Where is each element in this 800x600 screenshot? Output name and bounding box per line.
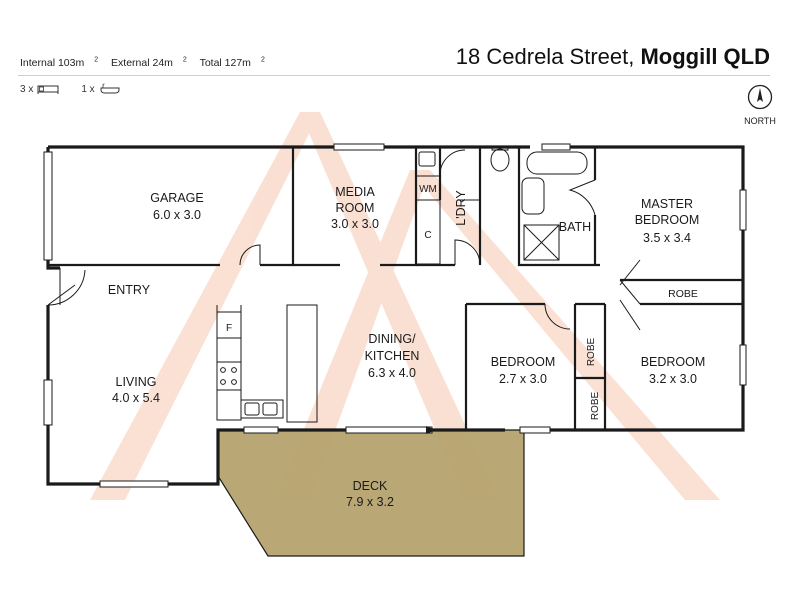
media-room-dims: 3.0 x 3.0 [331,217,379,231]
master-bedroom-label-1: MASTER [641,197,693,211]
dining-kitchen-label-1: DINING/ [368,332,416,346]
living-label: LIVING [116,375,157,389]
deck-area [217,429,525,557]
compass: NORTH [738,84,782,126]
bedroom-3-dims: 3.2 x 3.0 [649,372,697,386]
bedroom-3-label: BEDROOM [641,355,706,369]
suburb-name: Moggill QLD [640,44,770,69]
deck-dims: 7.9 x 3.2 [346,495,394,509]
property-address: 18 Cedrela Street, Moggill QLD [456,44,770,70]
watermark-logo [90,112,720,500]
garage-label: GARAGE [150,191,204,205]
bedroom-2-label: BEDROOM [491,355,556,369]
bathtub-icon [100,83,120,94]
room-counts: 3 x 1 x [20,83,121,95]
fixtures [216,145,588,423]
master-bedroom-dims: 3.5 x 3.4 [643,231,691,245]
living-dims: 4.0 x 5.4 [112,391,160,405]
bedroom-3-robe-label: ROBE [590,392,601,421]
media-room-label-1: MEDIA [335,185,375,199]
entry-label: ENTRY [108,283,151,297]
bedroom-count: 3 x [20,83,34,95]
bedroom-2-robe-label: ROBE [586,338,597,367]
interior-walls [48,147,743,430]
media-room-label-2: ROOM [336,201,375,215]
deck-label: DECK [353,479,388,493]
master-robe-label: ROBE [668,288,698,300]
doors [47,149,641,331]
header-divider [18,75,770,76]
laundry-label: L'DRY [454,190,468,226]
bedroom-2-dims: 2.7 x 3.0 [499,372,547,386]
dining-kitchen-label-2: KITCHEN [365,349,420,363]
cupboard-label: C [424,230,431,241]
windows [43,143,747,488]
garage-dims: 6.0 x 3.0 [153,208,201,222]
north-label: NORTH [744,116,776,126]
master-bedroom-label-2: BEDROOM [635,213,700,227]
fridge-label: F [226,323,232,334]
washing-machine-label: WM [419,184,437,195]
street-address: 18 Cedrela Street, [455,44,635,69]
bathroom-count: 1 x [81,83,95,95]
dining-kitchen-dims: 6.3 x 4.0 [368,366,416,380]
room-labels: GARAGE 6.0 x 3.0 MEDIA ROOM 3.0 x 3.0 WM… [108,184,705,509]
bed-icon [37,85,59,94]
north-arrow-icon [747,84,773,110]
bath-label: BATH [559,220,591,234]
